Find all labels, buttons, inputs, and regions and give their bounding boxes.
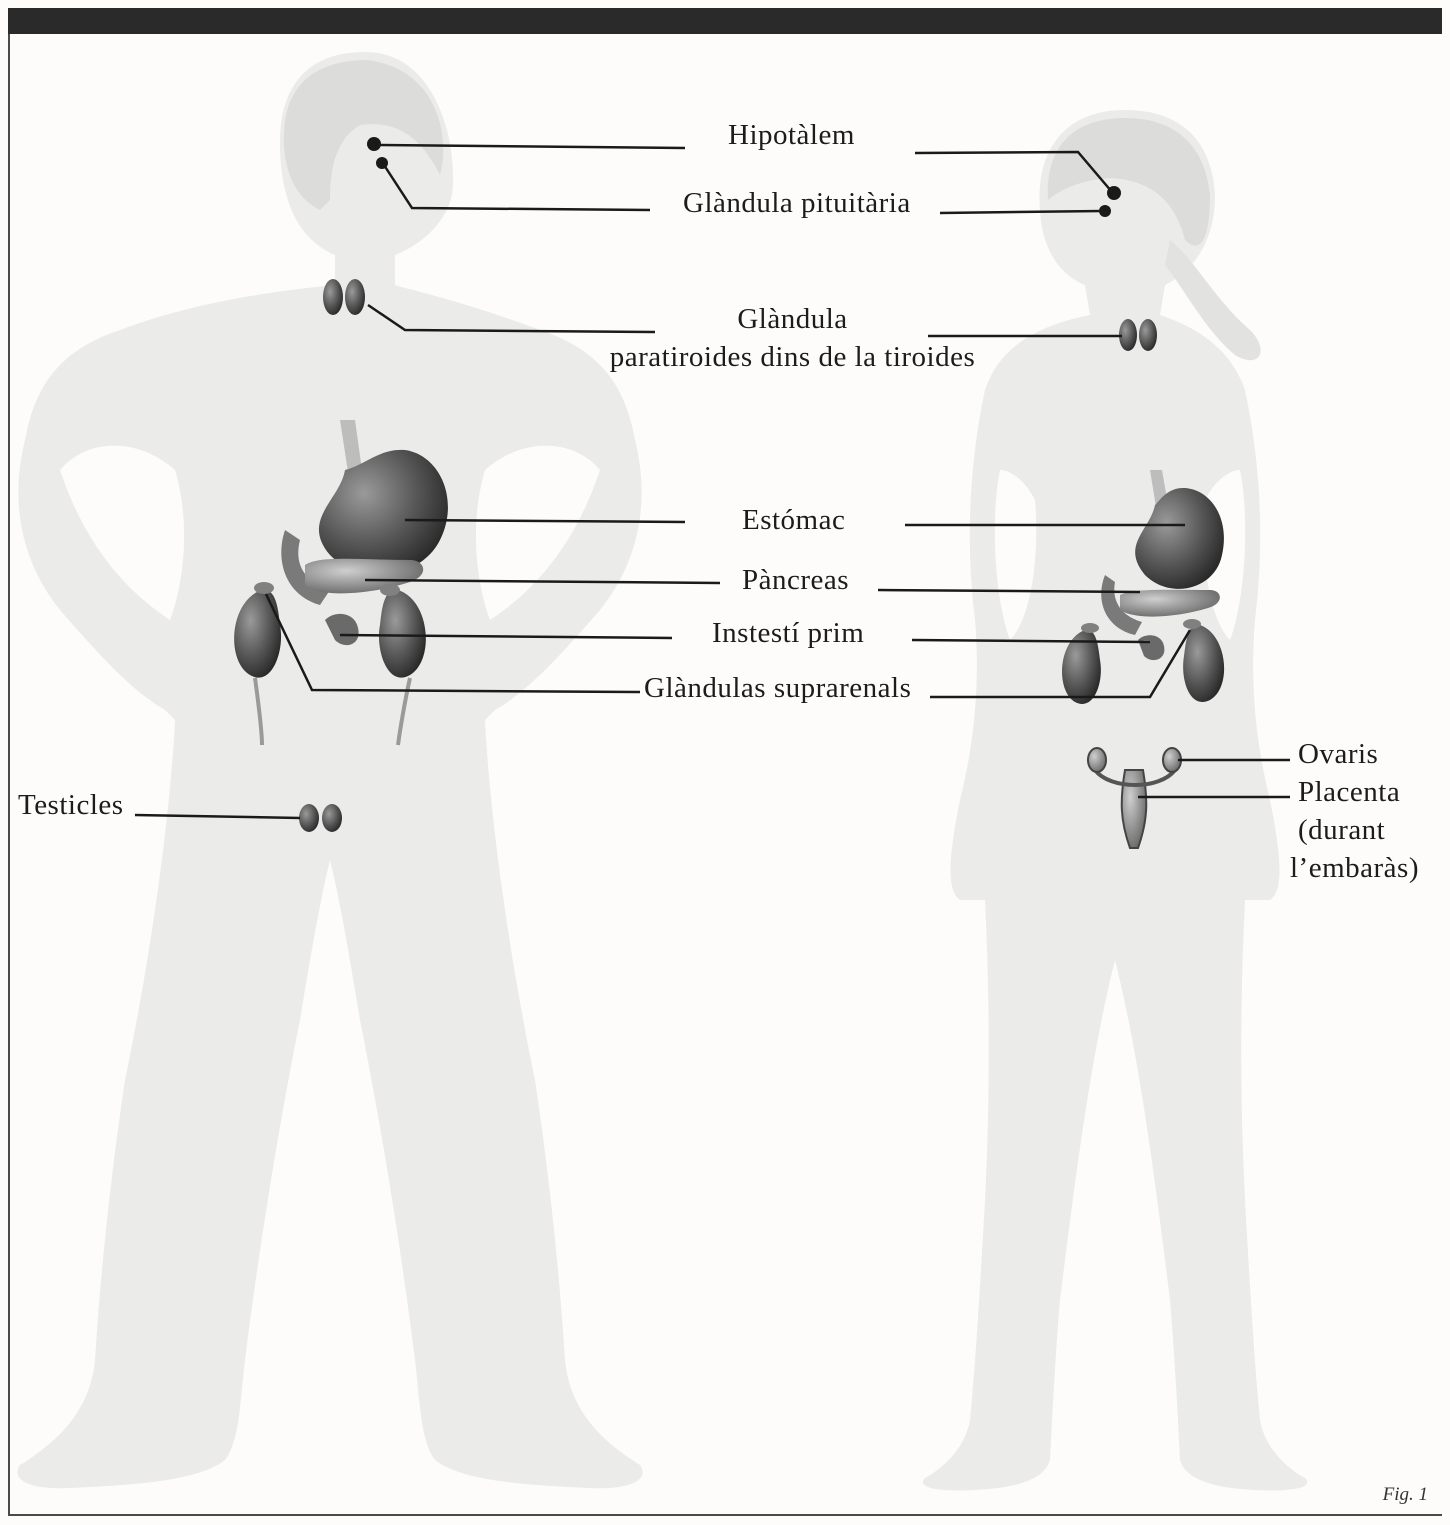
label-pancreas: Pàncreas — [742, 562, 849, 598]
male-silhouette — [17, 52, 642, 1488]
label-suprarenals: Glàndulas suprarenals — [644, 670, 911, 706]
label-placenta-line2: (durant — [1298, 811, 1438, 849]
label-tiroides-line1: Glàndula — [580, 300, 1005, 338]
label-tiroides-line2: paratiroides dins de la tiroides — [580, 338, 1005, 376]
label-tiroides: Glàndula paratiroides dins de la tiroide… — [580, 300, 1005, 376]
label-female-reproductive: Ovaris Placenta (durant l’embaràs) — [1298, 735, 1438, 887]
male-hypothalamus-dot — [367, 137, 381, 151]
label-intesti: Instestí prim — [712, 615, 864, 651]
label-testicles: Testicles — [18, 787, 124, 823]
label-estomac: Estómac — [742, 502, 845, 538]
label-pituitaria: Glàndula pituitària — [683, 185, 911, 221]
left-ovary — [1088, 748, 1106, 772]
label-placenta-line1: Placenta — [1298, 773, 1438, 811]
label-ovaris: Ovaris — [1298, 735, 1438, 773]
label-placenta-line3: l’embaràs) — [1290, 849, 1430, 887]
label-hipotalem: Hipotàlem — [728, 117, 855, 153]
figure-caption: Fig. 1 — [1383, 1484, 1428, 1506]
